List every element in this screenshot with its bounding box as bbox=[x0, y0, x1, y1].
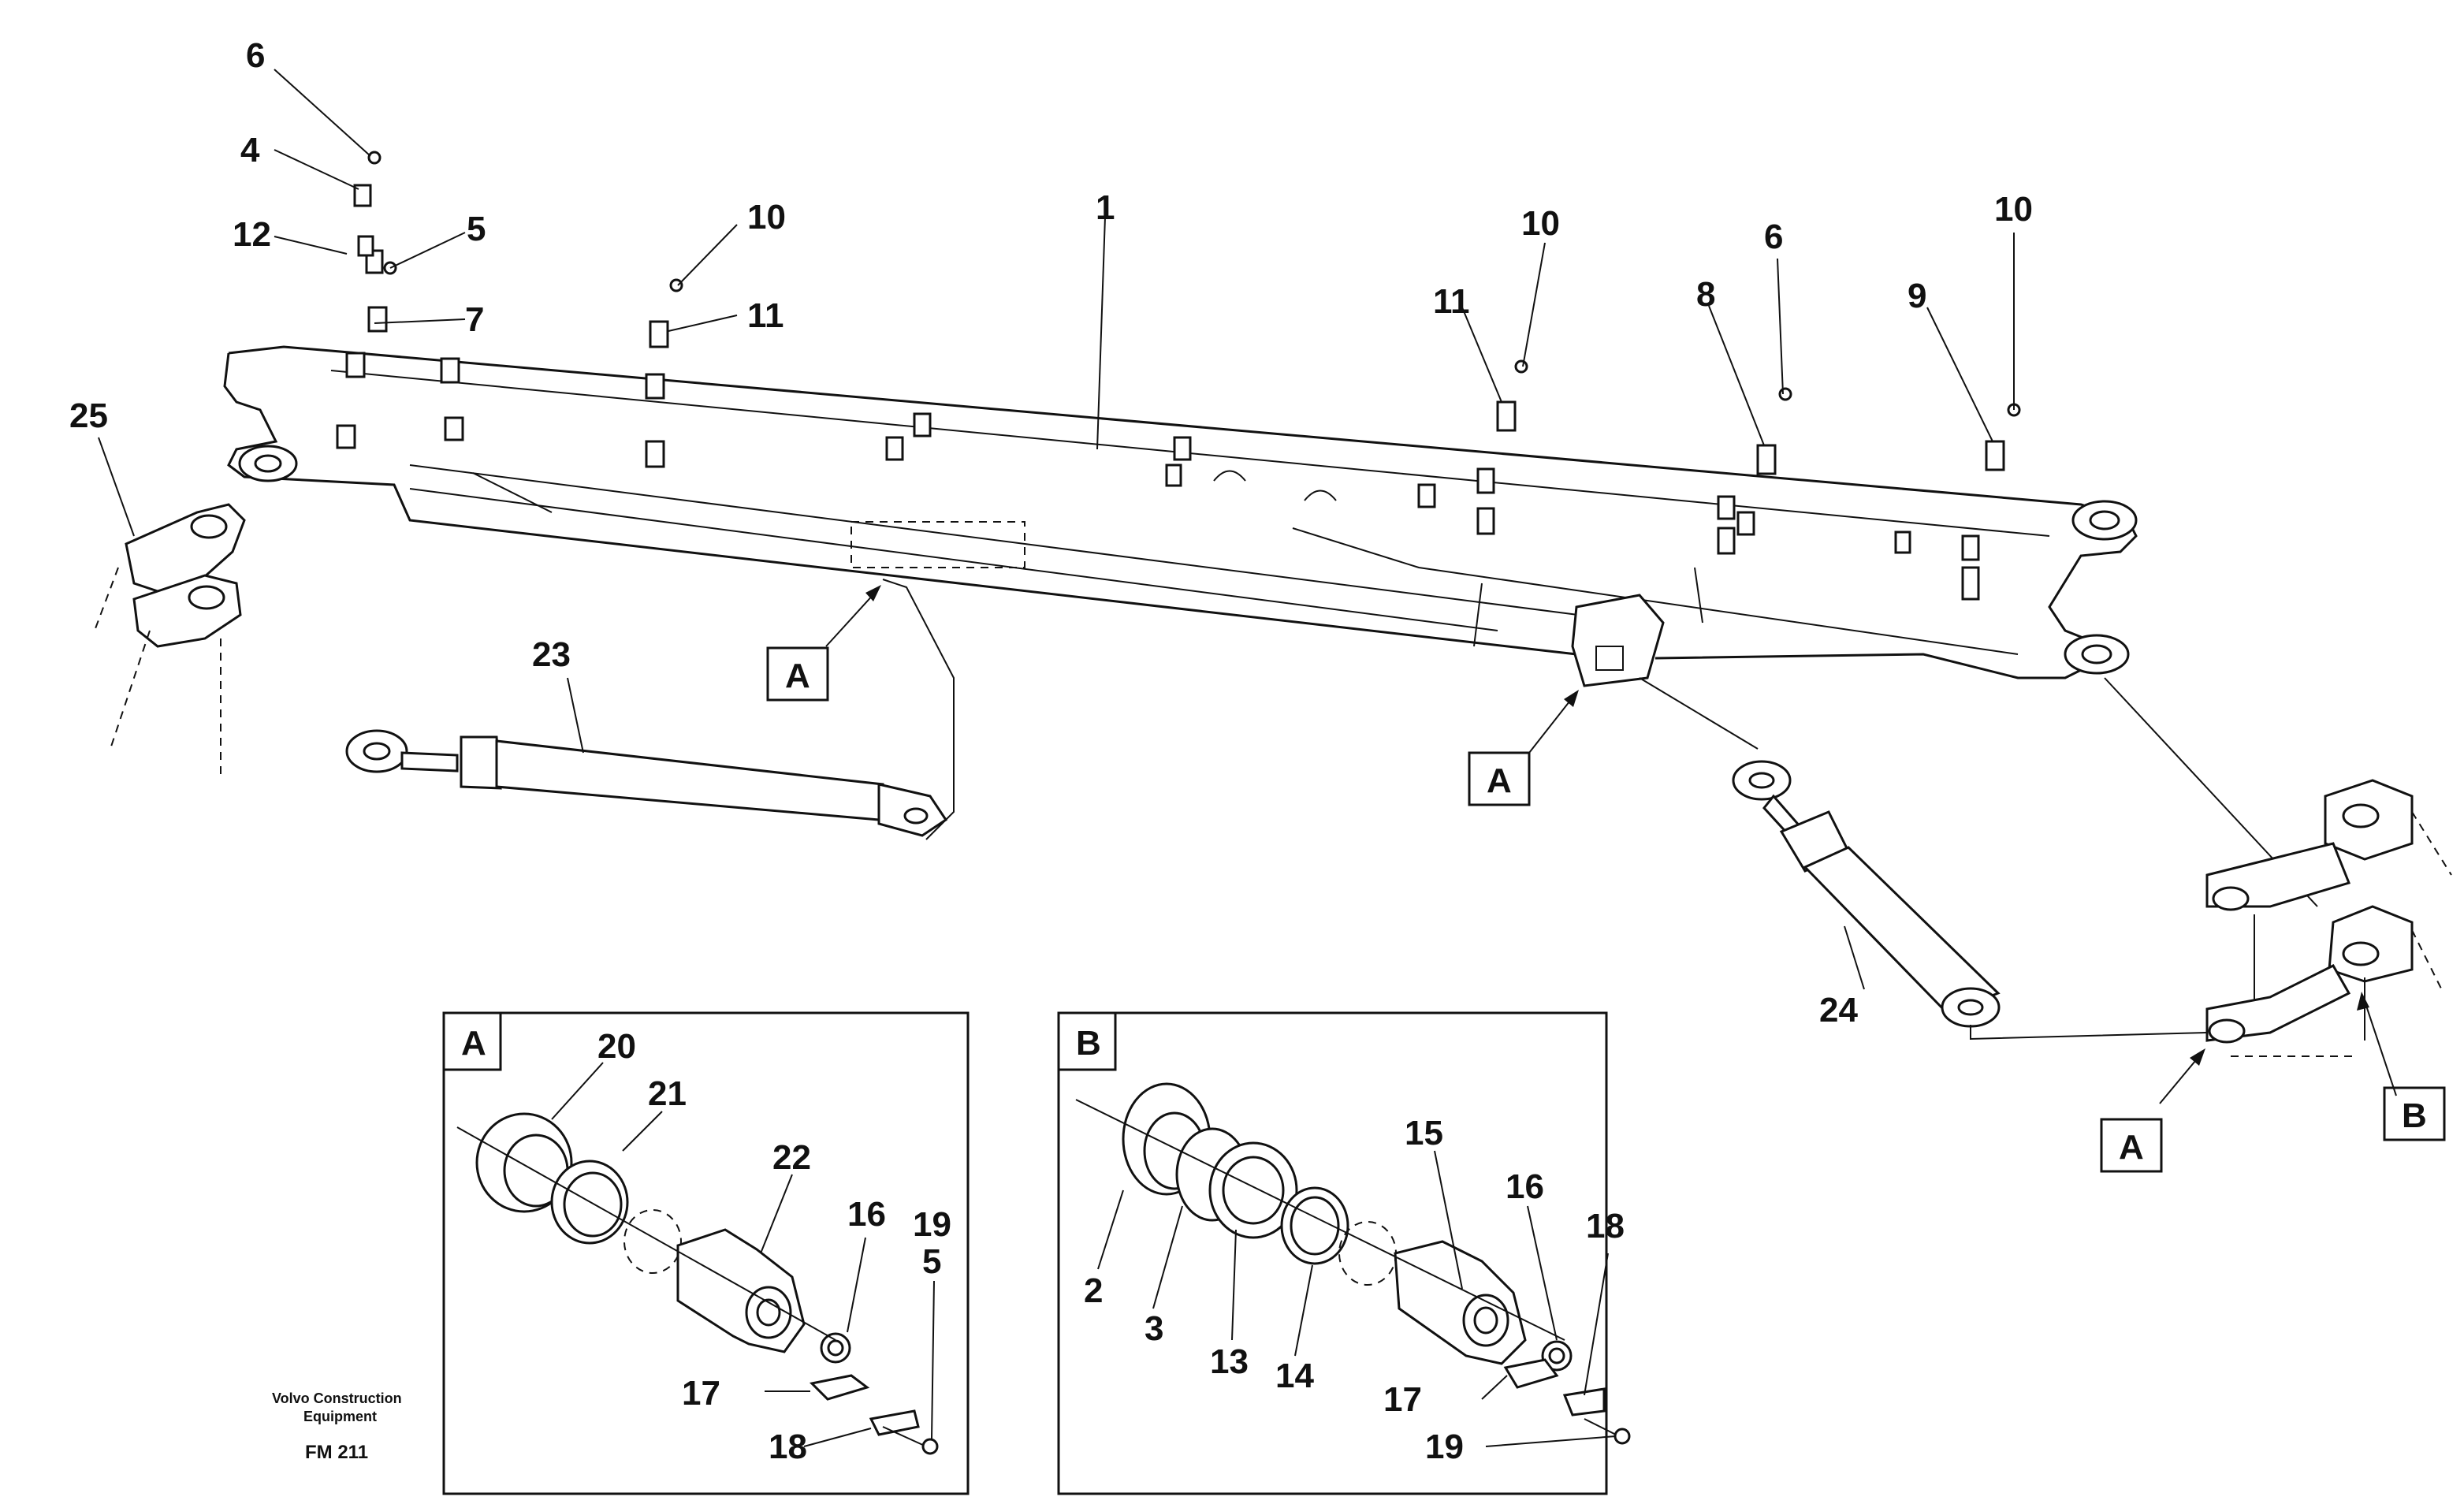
callout-1: 1 bbox=[1096, 188, 1115, 227]
callout-10: 10 bbox=[747, 198, 786, 236]
detail-ref-arrows bbox=[766, 585, 2446, 1173]
manufacturer-line-1: Volvo Construction bbox=[272, 1390, 402, 1406]
manufacturer-line-2: Equipment bbox=[303, 1409, 377, 1424]
callout-23: 23 bbox=[532, 635, 571, 674]
callout-24: 24 bbox=[1819, 991, 1858, 1029]
callout-4: 4 bbox=[240, 131, 260, 169]
callout-16: 16 bbox=[847, 1195, 886, 1234]
right-mounting-bracket bbox=[2205, 779, 2452, 1057]
callout-10: 10 bbox=[1994, 190, 2033, 229]
leader-lines bbox=[98, 69, 2015, 1447]
callout-13: 13 bbox=[1210, 1342, 1249, 1381]
drawing-code: FM 211 bbox=[305, 1442, 368, 1463]
callout-17: 17 bbox=[1383, 1380, 1422, 1419]
detail-ref-a: A bbox=[785, 657, 810, 695]
callout-17: 17 bbox=[682, 1374, 720, 1413]
callout-25: 25 bbox=[69, 396, 108, 435]
callout-12: 12 bbox=[233, 215, 271, 254]
callout-19: 19 bbox=[1425, 1428, 1464, 1466]
inset-b-label: B bbox=[1076, 1024, 1101, 1063]
detail-ref-a: A bbox=[2119, 1128, 2144, 1167]
callout-3: 3 bbox=[1145, 1309, 1163, 1348]
callout-11: 11 bbox=[1433, 282, 1470, 321]
hydraulic-cylinder-24 bbox=[1732, 760, 2208, 1041]
callout-22: 22 bbox=[772, 1138, 811, 1177]
drawing-footer: Volvo Construction Equipment FM 211 bbox=[272, 1390, 402, 1463]
callout-19: 19 bbox=[913, 1205, 951, 1244]
callout-18: 18 bbox=[1586, 1207, 1625, 1245]
callout-6: 6 bbox=[246, 36, 265, 75]
callout-21: 21 bbox=[648, 1074, 687, 1113]
callout-labels: 6 4 12 5 7 10 11 1 10 11 6 8 10 9 25 23 … bbox=[69, 36, 2033, 1466]
callout-5: 5 bbox=[467, 210, 486, 248]
detail-ref-a: A bbox=[1487, 761, 1512, 800]
callout-10: 10 bbox=[1521, 204, 1560, 243]
hose-clamps bbox=[336, 151, 2021, 601]
callout-16: 16 bbox=[1506, 1167, 1544, 1206]
callout-15: 15 bbox=[1405, 1114, 1443, 1152]
callout-6: 6 bbox=[1764, 218, 1783, 256]
callout-14: 14 bbox=[1275, 1357, 1314, 1395]
boom-arm bbox=[223, 345, 2318, 907]
detail-inset-a bbox=[442, 1011, 970, 1495]
hydraulic-cylinder-23 bbox=[345, 729, 948, 837]
callout-7: 7 bbox=[465, 300, 484, 339]
callout-20: 20 bbox=[597, 1027, 636, 1066]
callout-11: 11 bbox=[747, 296, 784, 335]
callout-9: 9 bbox=[1908, 277, 1926, 315]
callout-8: 8 bbox=[1696, 275, 1715, 314]
left-mounting-bracket bbox=[94, 503, 246, 780]
detail-ref-b: B bbox=[2402, 1096, 2427, 1135]
callout-2: 2 bbox=[1084, 1271, 1103, 1310]
inset-a-label: A bbox=[461, 1024, 486, 1063]
callout-5: 5 bbox=[922, 1242, 941, 1281]
callout-18: 18 bbox=[769, 1428, 807, 1466]
detail-inset-b bbox=[1057, 1011, 1631, 1495]
detail-ref-letters: A A A B A B bbox=[461, 657, 2427, 1167]
